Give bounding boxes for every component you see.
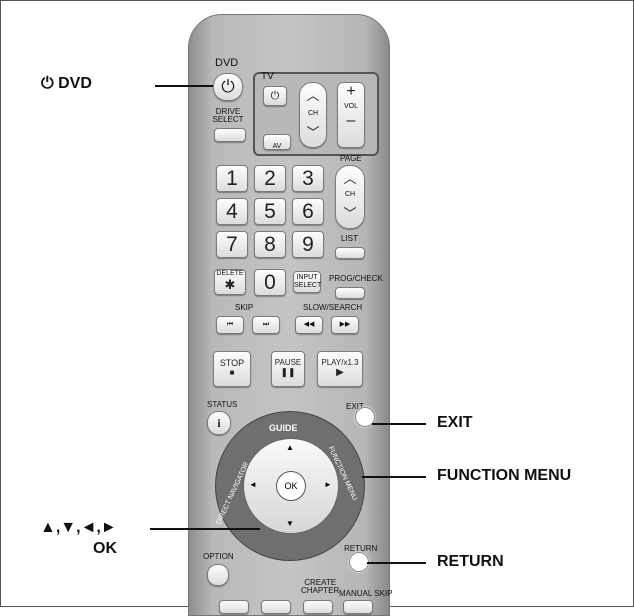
- exit-callout: EXIT: [437, 414, 473, 431]
- key-7[interactable]: 7: [216, 231, 248, 258]
- slow-search-label: SLOW/SEARCH: [303, 303, 363, 312]
- remote-control: DVD ⏻ DRIVE SELECT TV ⏻ AV ︿ CH ﹀ + VOL …: [188, 14, 393, 616]
- ok-button[interactable]: OK: [276, 471, 306, 501]
- pause-label: PAUSE: [274, 358, 302, 367]
- fast-forward-icon: ▶▶: [339, 321, 351, 328]
- drive-select-button[interactable]: [214, 128, 246, 142]
- bottom-button-1[interactable]: [219, 600, 249, 614]
- arrow-up-icon: ▲: [286, 443, 294, 452]
- power-icon: ⏻: [221, 77, 235, 96]
- arrows-callout-line: [150, 528, 260, 530]
- key-5[interactable]: 5: [254, 198, 286, 225]
- status-button[interactable]: i: [207, 411, 231, 435]
- tv-label: TV: [261, 71, 274, 82]
- chevron-down-icon: ﹀: [343, 206, 357, 221]
- skip-back-icon: ⏮: [226, 321, 234, 328]
- bottom-button-2[interactable]: [261, 600, 291, 614]
- chevron-up-icon: ︿: [343, 171, 357, 186]
- list-label: LIST: [341, 234, 358, 243]
- prog-check-button[interactable]: [335, 287, 365, 299]
- dvd-power-callout: ⏻ DVD: [41, 75, 92, 92]
- key-8[interactable]: 8: [254, 231, 286, 258]
- page-ch-label: CH: [344, 191, 356, 198]
- plus-icon: +: [346, 83, 356, 100]
- arrow-right-icon: ►: [324, 480, 332, 489]
- pause-button[interactable]: PAUSE ❚❚: [271, 351, 305, 387]
- rewind-button[interactable]: ◀◀: [295, 316, 323, 334]
- function-menu-callout: FUNCTION MENU: [437, 467, 572, 484]
- delete-button[interactable]: DELETE ✱: [214, 269, 246, 295]
- power-icon: ⏻: [270, 90, 280, 102]
- exit-button[interactable]: [355, 407, 375, 427]
- skip-forward-button[interactable]: ⏭: [252, 316, 280, 334]
- create-chapter-button[interactable]: [303, 600, 333, 614]
- vol-label: VOL: [343, 103, 358, 110]
- tv-controls-panel: TV ⏻ AV ︿ CH ﹀ + VOL –: [253, 71, 379, 156]
- arrow-left-icon: ◄: [249, 480, 257, 489]
- exit-label: EXIT: [346, 402, 364, 411]
- skip-back-button[interactable]: ⏮: [216, 316, 244, 334]
- function-menu-callout-line: [362, 476, 426, 478]
- option-label: OPTION: [203, 552, 234, 561]
- rewind-icon: ◀◀: [303, 321, 315, 328]
- list-button[interactable]: [335, 247, 365, 259]
- delete-label: DELETE: [216, 270, 244, 277]
- dvd-label: DVD: [215, 57, 239, 69]
- play-label: PLAY/x1.3: [321, 358, 359, 367]
- play-icon: ▶: [336, 367, 344, 378]
- create-chapter-label: CREATE CHAPTER: [301, 578, 340, 595]
- ok-callout: OK: [93, 540, 117, 557]
- key-0[interactable]: 0: [254, 269, 286, 296]
- skip-forward-icon: ⏭: [262, 321, 270, 328]
- tv-power-button[interactable]: ⏻: [263, 86, 287, 106]
- input-select-button[interactable]: INPUT SELECT: [293, 271, 321, 293]
- key-6[interactable]: 6: [292, 198, 324, 225]
- key-4[interactable]: 4: [216, 198, 248, 225]
- status-label: STATUS: [207, 400, 238, 409]
- return-label: RETURN: [344, 544, 378, 553]
- av-label: AV: [272, 143, 282, 150]
- return-callout-line: [367, 562, 426, 564]
- stop-label: STOP: [219, 358, 245, 368]
- return-button[interactable]: [349, 552, 369, 572]
- av-button[interactable]: AV: [263, 134, 291, 150]
- star-icon: ✱: [224, 277, 236, 292]
- skip-label: SKIP: [235, 303, 254, 312]
- arrow-down-icon: ▼: [286, 519, 294, 528]
- page-channel-rocker[interactable]: ︿ CH ﹀: [335, 165, 365, 229]
- direction-pad[interactable]: ▲ ▼ ◄ ► OK: [243, 438, 339, 534]
- ch-label: CH: [307, 110, 319, 117]
- page-label: PAGE: [340, 154, 362, 163]
- key-9[interactable]: 9: [292, 231, 324, 258]
- dvd-power-callout-line: [155, 85, 213, 87]
- prog-check-label: PROG/CHECK: [329, 274, 383, 283]
- drive-select-label: DRIVE SELECT: [212, 107, 244, 124]
- chevron-up-icon: ︿: [306, 88, 320, 103]
- stop-button[interactable]: STOP ■: [213, 351, 251, 387]
- manual-skip-button[interactable]: [343, 600, 373, 614]
- tv-channel-rocker[interactable]: ︿ CH ﹀: [299, 82, 327, 148]
- key-1[interactable]: 1: [216, 165, 248, 192]
- exit-callout-line: [372, 423, 426, 425]
- chevron-down-icon: ﹀: [306, 125, 320, 140]
- info-icon: i: [217, 416, 221, 430]
- fast-forward-button[interactable]: ▶▶: [331, 316, 359, 334]
- play-button[interactable]: PLAY/x1.3 ▶: [317, 351, 363, 387]
- dvd-power-button[interactable]: ⏻: [213, 73, 243, 101]
- manual-skip-label: MANUAL SKIP: [339, 589, 393, 598]
- stop-icon: ■: [229, 368, 235, 377]
- guide-label: GUIDE: [269, 423, 298, 433]
- return-callout: RETURN: [437, 553, 504, 570]
- arrows-callout: ▲,▼,◄,►: [40, 519, 117, 536]
- key-3[interactable]: 3: [292, 165, 324, 192]
- key-2[interactable]: 2: [254, 165, 286, 192]
- minus-icon: –: [346, 112, 356, 129]
- option-button[interactable]: [207, 564, 229, 586]
- pause-icon: ❚❚: [280, 367, 296, 377]
- volume-rocker[interactable]: + VOL –: [337, 82, 365, 148]
